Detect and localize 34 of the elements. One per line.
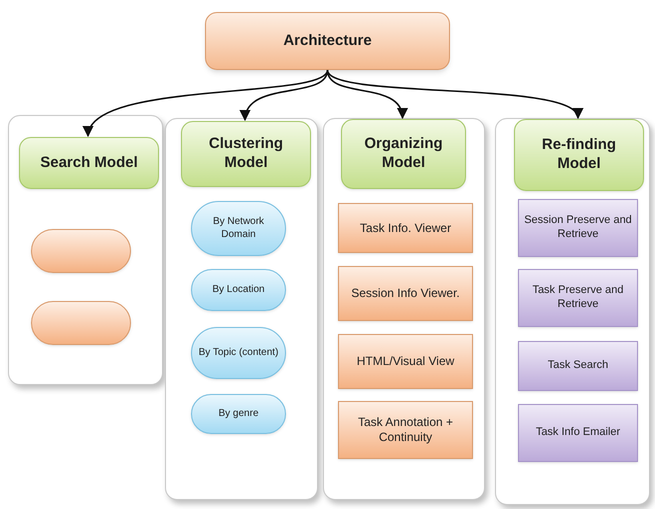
process-box <box>338 334 473 389</box>
node-label: Session Info Viewer. <box>351 286 460 301</box>
panel-card <box>495 118 650 505</box>
node-label: Re-finding Model <box>540 136 618 174</box>
node-label: Task Info. Viewer <box>360 220 452 236</box>
node-label: HTML/Visual View <box>356 354 454 369</box>
node-label: By Network Domain <box>212 216 266 241</box>
process-box <box>338 401 473 459</box>
process-box <box>518 404 638 462</box>
node-label: Task Annotation + Continuity <box>356 415 454 445</box>
node-label: By Topic (content) <box>198 346 278 360</box>
process-box <box>518 341 638 391</box>
panel-card <box>8 115 163 385</box>
process-box <box>518 269 638 327</box>
header-box <box>341 119 466 189</box>
node-label: Search Model <box>40 154 138 172</box>
node-label: Task Info Emailer <box>536 426 620 440</box>
node-label: Clustering Model <box>208 135 284 173</box>
process-box <box>518 199 638 257</box>
node-label: Organizing Model <box>363 135 444 173</box>
node-label: Task Search <box>548 359 608 373</box>
panel-card <box>323 118 485 500</box>
node-label: Architecture <box>283 32 372 50</box>
node-label: Session Preserve and Retrieve <box>523 214 633 242</box>
node-label: By genre <box>218 408 259 420</box>
title-box <box>205 12 450 70</box>
panel-card <box>165 118 318 500</box>
process-box <box>338 203 473 253</box>
header-box <box>514 119 644 191</box>
node-label: By Location <box>212 284 265 296</box>
header-box <box>181 121 311 187</box>
process-box <box>338 266 473 321</box>
node-label: Task Preserve and Retrieve <box>531 284 625 312</box>
header-box <box>19 137 159 189</box>
